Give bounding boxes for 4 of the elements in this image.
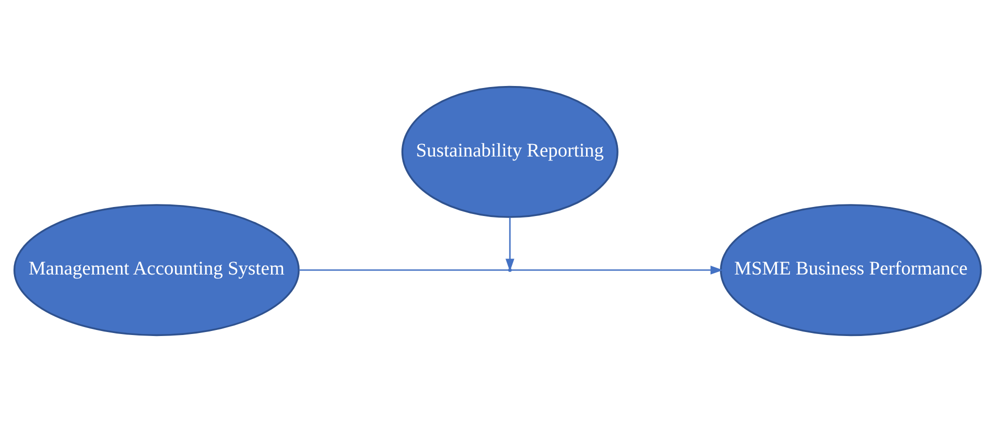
node-ellipse: Management Accounting System xyxy=(13,204,300,336)
arrow xyxy=(299,258,724,274)
node-ellipse: MSME Business Performance xyxy=(720,204,982,336)
node-ellipse: Sustainability Reporting xyxy=(401,85,618,218)
